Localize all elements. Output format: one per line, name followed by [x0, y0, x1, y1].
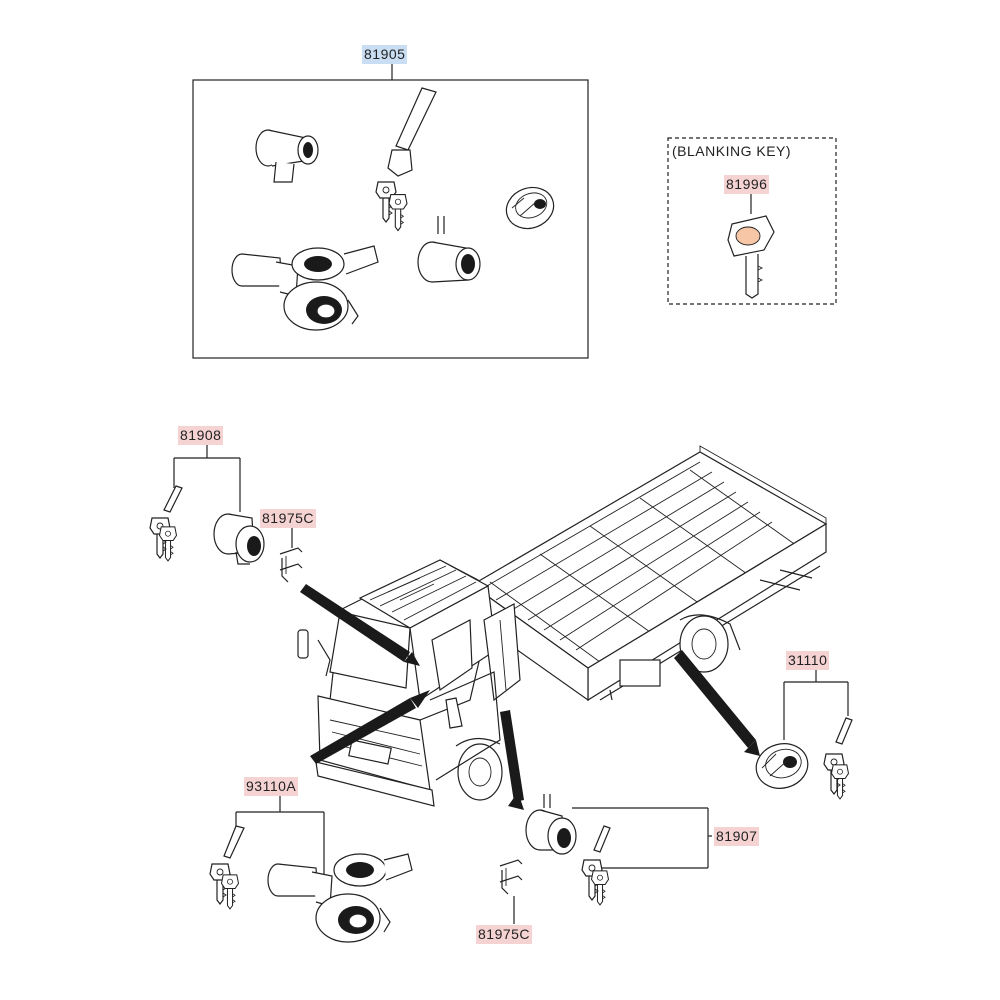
- callout-81905[interactable]: 81905: [362, 45, 408, 64]
- door-lock-left-group: [149, 444, 303, 583]
- truck-illustration: [297, 445, 828, 807]
- ignition-switch-icon: [267, 853, 413, 943]
- lock-cylinder-icon: [417, 216, 481, 283]
- lock-cylinder-icon: [255, 129, 319, 183]
- lock-cylinder-icon: [525, 794, 577, 855]
- key-icon: [209, 825, 245, 910]
- key-icon: [823, 717, 853, 800]
- callout-31110[interactable]: 31110: [786, 651, 830, 670]
- callout-81907[interactable]: 81907: [714, 827, 760, 846]
- fuel-cap-icon: [505, 186, 555, 230]
- door-lock-right-group: [499, 794, 712, 924]
- key-with-fob-icon: [375, 87, 437, 232]
- callout-81975c-lower[interactable]: 81975C: [476, 925, 533, 944]
- retainer-clip-icon: [279, 547, 303, 583]
- blanking-key-panel: [667, 137, 837, 305]
- callout-81908[interactable]: 81908: [178, 426, 224, 445]
- lock-cylinder-icon: [213, 513, 265, 565]
- callout-81975c-upper[interactable]: 81975C: [260, 509, 317, 528]
- key-icon: [581, 825, 611, 906]
- ignition-switch-icon: [231, 245, 379, 331]
- fuel-cap-icon: [755, 743, 809, 789]
- lock-set-panel: [192, 64, 589, 359]
- ignition-lock-group: [209, 796, 413, 943]
- retainer-clip-icon: [499, 859, 523, 895]
- callout-93110a[interactable]: 93110A: [244, 777, 299, 796]
- key-icon: [149, 485, 183, 562]
- blanking-key-caption: (BLANKING KEY): [672, 143, 792, 159]
- blanking-key-icon: [727, 215, 775, 299]
- callout-81996[interactable]: 81996: [724, 175, 770, 194]
- fuel-cap-group: [755, 670, 853, 800]
- leader-arrows: [300, 584, 760, 810]
